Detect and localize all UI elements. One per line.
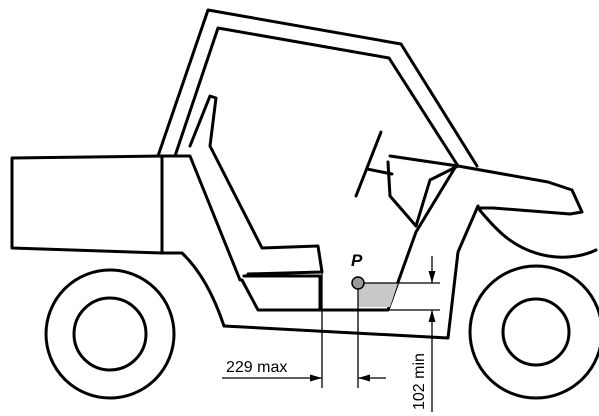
dash-front: [414, 164, 460, 228]
rear-side-panel: [160, 154, 242, 282]
cargo-box: [10, 154, 164, 255]
cargo-box-outline: [10, 154, 164, 255]
arrowhead-down: [428, 271, 436, 283]
front-rim: [501, 297, 571, 367]
front-wheel: [468, 264, 599, 400]
dimension-lines: [222, 256, 440, 412]
front-tire: [468, 264, 599, 400]
seat-base: [242, 274, 322, 312]
reference-point: [351, 276, 365, 290]
roll-cage: [156, 8, 479, 168]
rear-fender: [160, 251, 226, 328]
point-label: P: [351, 251, 363, 270]
rear-tire: [44, 268, 176, 400]
arrowhead-left: [358, 374, 370, 382]
floor-pan: [222, 204, 480, 340]
steering-column: [365, 167, 394, 176]
roll-cage-inner: [173, 26, 460, 168]
rear-rim: [72, 296, 148, 372]
footwell-panel: [240, 164, 458, 312]
roll-cage-outer: [156, 8, 479, 168]
vertical-dimension-label: 102 min: [411, 353, 428, 410]
hood: [388, 154, 584, 216]
rear-wheel: [44, 268, 176, 400]
vehicle-body: [160, 130, 598, 340]
steering-wheel: [354, 130, 383, 198]
seat-back: [188, 94, 324, 276]
horizontal-dimension-label: 229 max: [226, 359, 287, 376]
arrowhead-right: [310, 374, 322, 382]
seat: [188, 94, 324, 312]
arrowhead-up: [428, 310, 436, 322]
front-fender: [476, 206, 598, 259]
shaded-foot-zone: [358, 283, 398, 307]
dashboard: [386, 160, 418, 228]
